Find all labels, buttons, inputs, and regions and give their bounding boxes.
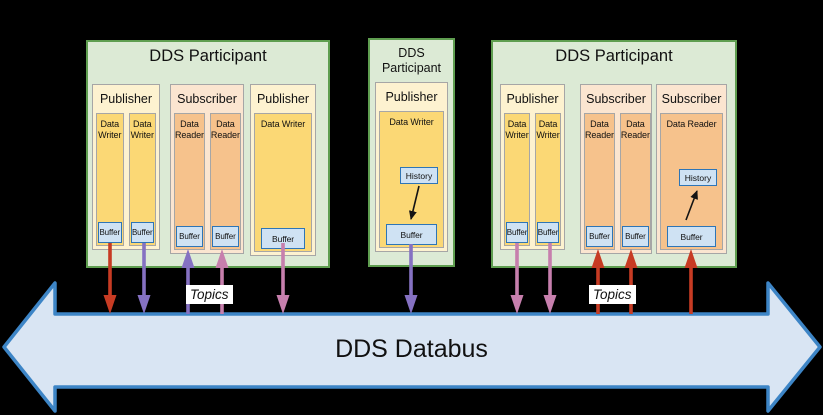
data-reader-box: Data Reader Buffer <box>209 113 241 250</box>
participant-title: DDS Participant <box>381 46 442 75</box>
buffer-box: Buffer <box>386 224 437 245</box>
buffer-box: Buffer <box>211 226 239 247</box>
data-reader-box: Data Reader History Buffer <box>660 113 723 250</box>
data-writer-box: Data Writer Buffer <box>504 113 530 246</box>
data-writer-label: Data Writer <box>389 117 434 127</box>
databus-label: DDS Databus <box>335 335 488 363</box>
buffer-box: Buffer <box>537 222 559 243</box>
data-writer-box: Data Writer Buffer <box>96 113 124 246</box>
subscriber-label: Subscriber <box>177 92 237 106</box>
data-reader-label: Data Reader <box>620 119 650 140</box>
data-reader-label: Data Reader <box>585 119 614 140</box>
subscriber-label: Subscriber <box>661 92 722 106</box>
subscriber-box: Subscriber Data Reader Buffer Data Reade… <box>580 84 652 254</box>
participant-title: DDS Participant <box>149 47 267 65</box>
history-box: History <box>679 169 717 186</box>
endpoint-columns: Data Writer Buffer Data Writer Buffer <box>93 113 159 249</box>
data-writer-label: Data Writer <box>505 119 529 140</box>
publisher-label: Publisher <box>256 92 310 106</box>
endpoint-columns: Data Writer Buffer <box>251 113 315 255</box>
subscriber-box: Subscriber Data Reader Buffer Data Reade… <box>170 84 244 254</box>
publisher-label: Publisher <box>506 92 559 106</box>
endpoint-columns: Data Reader History Buffer <box>657 113 726 253</box>
buffer-box: Buffer <box>667 226 716 247</box>
data-reader-box: Data Reader Buffer <box>619 113 651 250</box>
endpoint-columns: Data Writer History Buffer <box>376 111 447 251</box>
dds-participant-box-1: DDS Participant Publisher Data Writer Bu… <box>86 40 330 268</box>
data-writer-label: Data Writer <box>260 119 306 129</box>
topics-label: Topics <box>186 285 233 304</box>
endpoint-columns: Data Reader Buffer Data Reader Buffer <box>171 113 243 253</box>
dds-participant-box-3: DDS Participant Publisher Data Writer Bu… <box>491 40 737 268</box>
data-reader-label: Data Reader <box>175 119 204 140</box>
data-reader-label: Data Reader <box>210 119 240 140</box>
publisher-label: Publisher <box>385 90 438 104</box>
buffer-box: Buffer <box>130 222 154 243</box>
buffer-box: Buffer <box>586 226 613 247</box>
endpoint-columns: Data Reader Buffer Data Reader Buffer <box>581 113 651 253</box>
buffer-box: Buffer <box>506 222 528 243</box>
publisher-box: Publisher Data Writer Buffer Data Writer… <box>92 84 160 250</box>
data-reader-box: Data Reader Buffer <box>584 113 615 250</box>
publisher-label: Publisher <box>99 92 153 106</box>
data-writer-label: Data Writer <box>536 119 560 140</box>
subscriber-box: Subscriber Data Reader History Buffer <box>656 84 727 254</box>
data-reader-box: Data Reader Buffer <box>174 113 205 250</box>
data-reader-label: Data Reader <box>666 119 717 129</box>
subscriber-label: Subscriber <box>586 92 646 106</box>
publisher-box: Publisher Data Writer History Buffer <box>375 82 448 252</box>
dds-participant-box-2: DDS Participant Publisher Data Writer Hi… <box>368 38 455 267</box>
endpoint-columns: Data Writer Buffer Data Writer Buffer <box>501 113 564 249</box>
data-writer-box: Data Writer Buffer <box>254 113 312 252</box>
history-box: History <box>400 167 438 184</box>
buffer-box: Buffer <box>98 222 122 243</box>
topics-label: Topics <box>589 285 636 304</box>
buffer-box: Buffer <box>176 226 203 247</box>
buffer-box: Buffer <box>261 228 305 249</box>
participant-title: DDS Participant <box>555 47 673 65</box>
buffer-box: Buffer <box>621 226 649 247</box>
data-writer-box: Data Writer History Buffer <box>379 111 444 248</box>
publisher-box: Publisher Data Writer Buffer <box>250 84 316 256</box>
data-writer-box: Data Writer Buffer <box>535 113 561 246</box>
data-writer-label: Data Writer <box>98 119 122 140</box>
data-writer-box: Data Writer Buffer <box>128 113 156 246</box>
publisher-box: Publisher Data Writer Buffer Data Writer… <box>500 84 565 250</box>
data-writer-label: Data Writer <box>130 119 154 140</box>
